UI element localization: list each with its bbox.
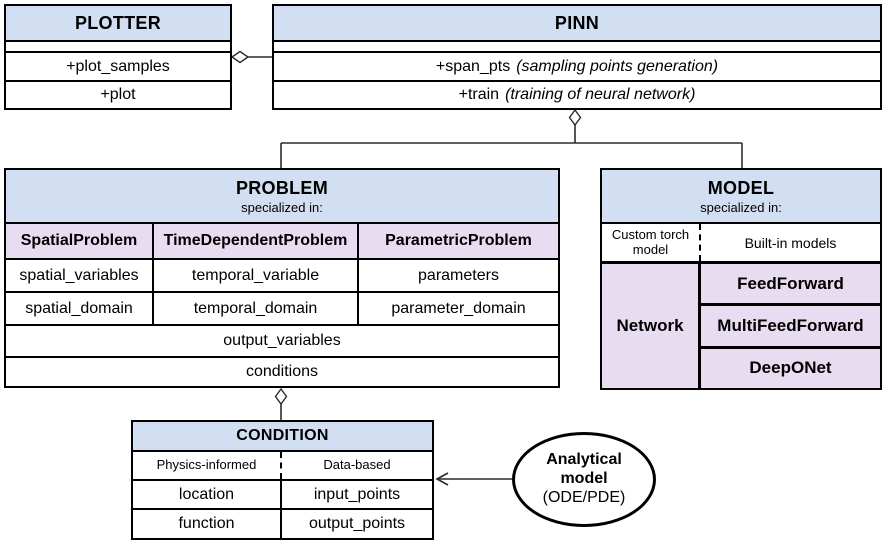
problem-attr-temporal-variable: temporal_variable — [154, 260, 359, 291]
problem-header: PROBLEM specialized in: — [6, 170, 558, 224]
model-header: MODEL specialized in: — [602, 170, 880, 224]
model-subclass-multifeedforward: MultiFeedForward — [701, 306, 880, 349]
analytical-model-line2: model — [560, 470, 608, 488]
pinn-method-span-pts: +span_pts (sampling points generation) — [274, 53, 880, 82]
problem-aggregation-diamond-icon — [274, 387, 288, 406]
problem-class-box: PROBLEM specialized in: SpatialProblem T… — [4, 168, 560, 388]
problem-subclass-parametric: ParametricProblem — [359, 224, 558, 258]
model-subclass-network: Network — [602, 264, 701, 388]
pinn-aggregation-diamond-icon — [568, 108, 582, 127]
problem-attr-conditions: conditions — [245, 363, 319, 380]
analytical-model-line1: Analytical — [546, 451, 622, 469]
condition-attr-input-points: input_points — [313, 485, 401, 503]
model-subtitle: specialized in: — [700, 199, 782, 215]
problem-title: PROBLEM — [235, 177, 329, 198]
pinn-method-train-note: (training of neural network) — [505, 86, 696, 103]
condition-kind-physics-informed: Physics-informed — [133, 452, 282, 479]
problem-attr-row-2: spatial_domain temporal_domain parameter… — [6, 293, 558, 326]
problem-attr-parameter-domain: parameter_domain — [391, 299, 526, 317]
model-subclass-feedforward: FeedForward — [701, 264, 880, 307]
plotter-empty-section — [6, 42, 230, 53]
plotter-class-box: PLOTTER +plot_samples +plot — [4, 4, 232, 110]
open-arrowhead-icon — [435, 472, 449, 486]
model-kind-custom-torch: Custom torch model — [602, 224, 701, 261]
problem-attr-spatial-domain: spatial_domain — [6, 293, 154, 324]
condition-attr-function: function — [133, 510, 282, 538]
problem-attr-parameters: parameters — [418, 266, 499, 284]
pinn-method-train: +train (training of neural network) — [274, 82, 880, 108]
plotter-title: PLOTTER — [74, 12, 162, 33]
pinn-method-train-name: +train — [458, 86, 500, 103]
condition-header: CONDITION — [133, 422, 432, 452]
model-kind-builtin: Built-in models — [744, 234, 837, 251]
plotter-method-plot: +plot — [100, 86, 136, 103]
problem-subclass-timedependent: TimeDependentProblem — [154, 224, 359, 258]
condition-attr-row-1: location input_points — [133, 481, 432, 510]
condition-kind-row: Physics-informed Data-based — [133, 452, 432, 481]
plotter-aggregation-diamond-icon — [230, 50, 250, 64]
pinn-empty-section — [274, 42, 880, 53]
model-title: MODEL — [707, 177, 775, 198]
condition-title: CONDITION — [236, 427, 329, 444]
pinn-method-span-pts-note: (sampling points generation) — [516, 57, 719, 75]
problem-attr-row-1: spatial_variables temporal_variable para… — [6, 260, 558, 293]
condition-attr-output-points: output_points — [308, 515, 406, 532]
problem-subclass-row: SpatialProblem TimeDependentProblem Para… — [6, 224, 558, 260]
model-kind-row: Custom torch model Built-in models — [602, 224, 880, 264]
plotter-method-plot-samples: +plot_samples — [6, 53, 230, 82]
condition-kind-data-based: Data-based — [323, 457, 391, 473]
problem-subtitle: specialized in: — [241, 199, 323, 215]
problem-attr-temporal-domain: temporal_domain — [154, 293, 359, 324]
condition-class-box: CONDITION Physics-informed Data-based lo… — [131, 420, 434, 540]
model-class-box: MODEL specialized in: Custom torch model… — [600, 168, 882, 390]
analytical-model-line3: (ODE/PDE) — [542, 488, 626, 506]
pinn-title: PINN — [554, 12, 600, 33]
model-subclass-area: Network FeedForward MultiFeedForward Dee… — [602, 264, 880, 388]
condition-attr-row-2: function output_points — [133, 510, 432, 538]
pinn-method-span-pts-name: +span_pts — [435, 57, 511, 75]
model-builtin-column: FeedForward MultiFeedForward DeepONet — [701, 264, 880, 388]
plotter-header: PLOTTER — [6, 6, 230, 42]
problem-subclass-spatial: SpatialProblem — [6, 224, 154, 258]
pinn-class-box: PINN +span_pts (sampling points generati… — [272, 4, 882, 110]
pinn-header: PINN — [274, 6, 880, 42]
problem-attr-spatial-variables: spatial_variables — [6, 260, 154, 291]
problem-attr-output-variables: output_variables — [6, 326, 558, 358]
model-subclass-deeponet: DeepONet — [749, 358, 832, 378]
condition-attr-location: location — [133, 481, 282, 508]
analytical-model-ellipse: Analytical model (ODE/PDE) — [512, 432, 656, 527]
